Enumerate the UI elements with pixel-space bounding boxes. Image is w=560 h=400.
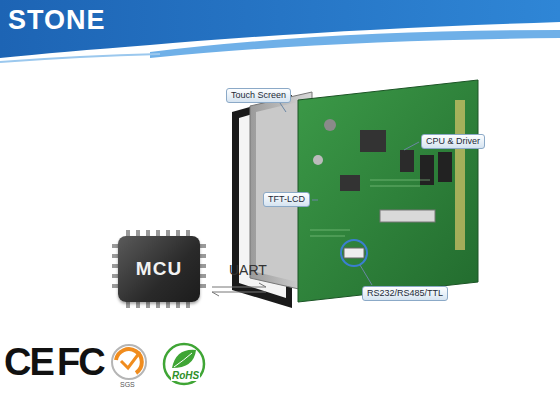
callout-box: Touch Screen	[226, 88, 291, 103]
callout-box: CPU & Driver	[421, 134, 485, 149]
rohs-badge	[164, 344, 204, 384]
pcb-board	[298, 80, 478, 302]
uart-arrows	[212, 283, 266, 296]
cert-mark: CE	[4, 341, 53, 384]
header-swoosh	[150, 30, 560, 58]
callout-text: Touch Screen	[231, 90, 286, 100]
callout-box: TFT-LCD	[263, 192, 310, 207]
sgs-badge	[112, 345, 146, 379]
mcu-chip: MCU	[118, 236, 200, 302]
pcb-components	[310, 100, 465, 258]
callout-text: RS232/RS485/TTL	[367, 288, 443, 298]
callout-text: TFT-LCD	[268, 194, 305, 204]
header-swoosh	[0, 54, 160, 62]
chip-label: MCU	[136, 258, 182, 280]
signal-name: UART	[229, 262, 267, 278]
cert-mark: RoHS	[171, 370, 200, 381]
cert-mark: SGS	[120, 381, 135, 388]
callout-text: CPU & Driver	[426, 136, 480, 146]
cert-mark: FC	[57, 341, 104, 384]
callout-box: RS232/RS485/TTL	[362, 286, 448, 301]
connector-highlight	[341, 240, 367, 266]
chip-pins	[112, 230, 206, 308]
brand-logo: STONE	[8, 5, 106, 36]
header-band	[0, 0, 560, 58]
